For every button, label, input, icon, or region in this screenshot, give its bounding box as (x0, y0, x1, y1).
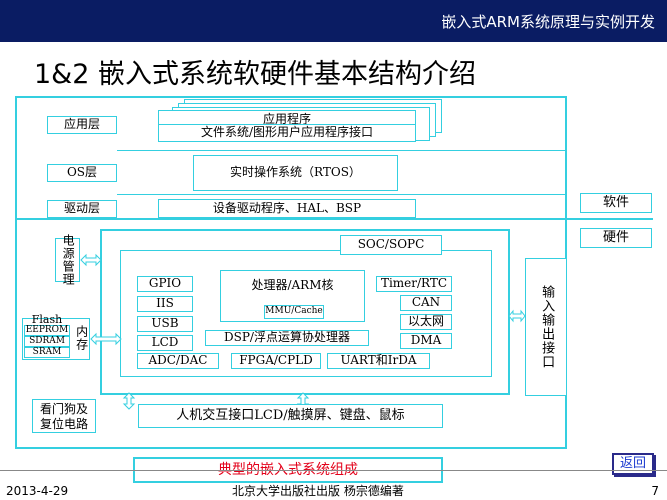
sw-hw-divider (15, 218, 653, 220)
layer-app-label: 应用层 (47, 116, 117, 134)
back-button[interactable]: 返回 (612, 453, 654, 475)
cpu-label: 处理器/ARM核 (251, 278, 334, 293)
software-label: 软件 (580, 193, 652, 213)
io-arrow-icon (508, 308, 526, 323)
sram-box: SRAM (24, 347, 70, 358)
footer-publisher: 北京大学出版社出版 杨宗德编著 (232, 484, 404, 498)
page-title: 1&2 嵌入式系统软硬件基本结构介绍 (34, 59, 476, 90)
sdram-box: SDRAM (24, 336, 70, 347)
watchdog-line1: 看门狗及 (39, 402, 88, 416)
soc-frame-outer (100, 229, 510, 395)
power-management-box: 电源管理 (55, 234, 80, 286)
sw-hw-divider-ext (567, 218, 569, 220)
ethernet-box: 以太网 (400, 314, 452, 330)
rtos-band (117, 150, 567, 151)
watchdog-arrow-icon (122, 392, 136, 410)
footer-divider (0, 470, 667, 471)
uart-box: UART和IrDA (327, 353, 430, 369)
fpga-box: FPGA/CPLD (231, 353, 321, 369)
lcd-box: LCD (137, 335, 193, 351)
watchdog-box: 看门狗及 复位电路 (32, 399, 96, 433)
header-title: 嵌入式ARM系统原理与实例开发 (441, 13, 655, 31)
app-program-label: 应用程序 (262, 112, 311, 127)
memory-label: 内存 (74, 325, 89, 351)
app-interface-box: 文件系统/图形用户应用程序接口 (158, 124, 416, 142)
soc-label: SOC/SOPC (340, 235, 442, 255)
layer-os-label: OS层 (47, 164, 117, 182)
hmi-box: 人机交互接口LCD/触摸屏、键盘、鼠标 (138, 404, 443, 428)
eeprom-box: EEPROM (24, 324, 70, 336)
header-bar: 嵌入式ARM系统原理与实例开发 (0, 0, 667, 42)
power-arrow-icon (80, 252, 102, 267)
drivers-box: 设备驱动程序、HAL、BSP (158, 199, 416, 218)
hardware-label: 硬件 (580, 228, 652, 248)
timer-box: Timer/RTC (376, 276, 452, 292)
watchdog-line2: 复位电路 (39, 417, 88, 431)
usb-box: USB (137, 316, 193, 332)
soc-frame-inner (120, 250, 492, 377)
memory-arrow-icon (90, 331, 122, 346)
mmu-box: MMU/Cache (264, 305, 324, 319)
footer-date: 2013-4-29 (6, 484, 69, 498)
rtos-box: 实时操作系统（RTOS） (193, 155, 398, 191)
io-interface-box: 输入输出接口 (525, 258, 567, 396)
layer-driver-label: 驱动层 (47, 200, 117, 218)
dsp-box: DSP/浮点运算协处理器 (205, 330, 369, 346)
can-box: CAN (400, 295, 452, 311)
page-number: 7 (651, 484, 659, 498)
adc-dac-box: ADC/DAC (137, 353, 219, 369)
iis-box: IIS (137, 296, 193, 312)
flash-label: Flash (31, 312, 63, 326)
rtos-band-bottom (117, 194, 567, 195)
gpio-box: GPIO (137, 276, 193, 292)
dma-box: DMA (400, 333, 452, 349)
